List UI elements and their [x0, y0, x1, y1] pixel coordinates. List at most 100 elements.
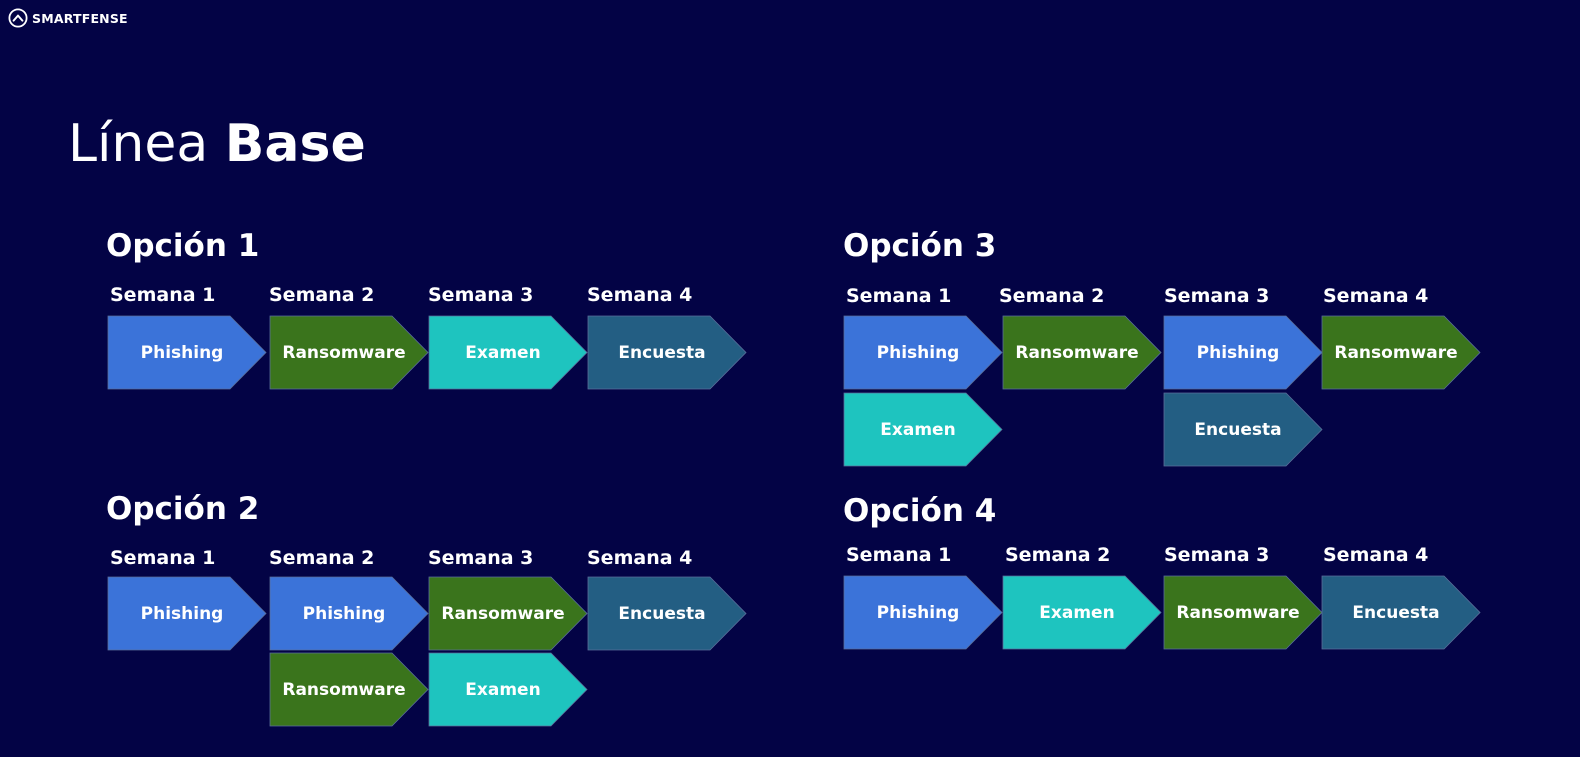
week-label: Semana 3 [1164, 285, 1270, 307]
week-label: Semana 1 [110, 547, 216, 569]
week-label: Semana 3 [428, 547, 534, 569]
activity-chevron: Ransomware [269, 652, 429, 727]
chevron-fill [269, 652, 429, 727]
week-label: Semana 2 [269, 547, 375, 569]
chevron-fill [843, 315, 1003, 390]
activity-label: Examen [465, 679, 541, 700]
week-label: Semana 2 [999, 285, 1105, 307]
chevron-shape [107, 315, 267, 390]
chevron-shape [843, 315, 1003, 390]
chevron-fill [1163, 575, 1323, 650]
activity-label: Phishing [876, 602, 960, 623]
activity-label: Ransomware [282, 679, 406, 700]
chevron-fill [269, 315, 429, 390]
week-label: Semana 1 [110, 284, 216, 306]
activity-chevron: Ransomware [428, 576, 588, 651]
chevron-shape [269, 576, 429, 651]
chevron-fill [428, 652, 588, 727]
chevron-shape [107, 576, 267, 651]
chevron-fill [843, 392, 1003, 467]
activity-chevron: Phishing [1163, 315, 1323, 390]
page-title-bold: Base [224, 114, 366, 174]
week-label: Semana 2 [269, 284, 375, 306]
chevron-shape [587, 576, 747, 651]
activity-label: Encuesta [1352, 602, 1440, 623]
activity-chevron: Phishing [107, 315, 267, 390]
option-title: Opción 2 [106, 491, 260, 527]
chevron-shape [428, 652, 588, 727]
activity-label: Phishing [140, 342, 224, 363]
activity-label: Examen [465, 342, 541, 363]
activity-label: Phishing [1196, 342, 1280, 363]
week-label: Semana 1 [846, 285, 952, 307]
chevron-shape [587, 315, 747, 390]
week-label: Semana 4 [1323, 285, 1429, 307]
chevron-fill [1002, 575, 1162, 650]
activity-chevron: Ransomware [1002, 315, 1162, 390]
activity-label: Ransomware [282, 342, 406, 363]
chevron-shape [1163, 392, 1323, 467]
week-label: Semana 1 [846, 544, 952, 566]
chevron-fill [428, 315, 588, 390]
chevron-fill [269, 576, 429, 651]
activity-chevron: Phishing [269, 576, 429, 651]
activity-chevron: Examen [428, 652, 588, 727]
chevron-shape [269, 652, 429, 727]
option-title: Opción 1 [106, 228, 260, 264]
chevron-fill [843, 575, 1003, 650]
activity-chevron: Encuesta [587, 576, 747, 651]
chevron-shape [843, 392, 1003, 467]
activity-chevron: Phishing [107, 576, 267, 651]
activity-chevron: Ransomware [1163, 575, 1323, 650]
chevron-shape [428, 315, 588, 390]
chevron-shape [269, 315, 429, 390]
chevron-fill [587, 315, 747, 390]
week-label: Semana 4 [587, 547, 693, 569]
activity-chevron: Encuesta [1163, 392, 1323, 467]
week-label: Semana 3 [428, 284, 534, 306]
activity-chevron: Encuesta [1321, 575, 1481, 650]
activity-label: Phishing [140, 603, 224, 624]
chevron-shape [1163, 315, 1323, 390]
chevron-fill [1002, 315, 1162, 390]
activity-label: Encuesta [618, 603, 706, 624]
chevron-fill [1163, 392, 1323, 467]
chevron-fill [428, 576, 588, 651]
activity-label: Ransomware [1176, 602, 1300, 623]
chevron-shape [843, 575, 1003, 650]
activity-chevron: Ransomware [1321, 315, 1481, 390]
week-label: Semana 4 [587, 284, 693, 306]
activity-chevron: Ransomware [269, 315, 429, 390]
chevron-fill [1321, 575, 1481, 650]
activity-chevron: Examen [428, 315, 588, 390]
option-title: Opción 4 [843, 493, 997, 529]
chevron-fill [587, 576, 747, 651]
chevron-shape [1321, 575, 1481, 650]
chevron-fill [107, 576, 267, 651]
activity-label: Phishing [876, 342, 960, 363]
activity-label: Ransomware [441, 603, 565, 624]
chevron-shape [1002, 315, 1162, 390]
chevron-fill [107, 315, 267, 390]
brand-logo: SMARTFENSE [8, 8, 128, 28]
activity-label: Examen [1039, 602, 1115, 623]
activity-chevron: Phishing [843, 315, 1003, 390]
chevron-shape [428, 576, 588, 651]
chevron-shape [1002, 575, 1162, 650]
activity-label: Encuesta [1194, 419, 1282, 440]
week-label: Semana 4 [1323, 544, 1429, 566]
chevron-fill [1163, 315, 1323, 390]
week-label: Semana 2 [1005, 544, 1111, 566]
chevron-shape [1163, 575, 1323, 650]
smartfense-logo-icon [8, 8, 28, 28]
brand-name: SMARTFENSE [32, 10, 128, 26]
activity-label: Phishing [302, 603, 386, 624]
activity-chevron: Examen [1002, 575, 1162, 650]
week-label: Semana 3 [1164, 544, 1270, 566]
activity-chevron: Phishing [843, 575, 1003, 650]
chevron-fill [1321, 315, 1481, 390]
activity-label: Ransomware [1015, 342, 1139, 363]
activity-label: Examen [880, 419, 956, 440]
activity-label: Ransomware [1334, 342, 1458, 363]
activity-chevron: Examen [843, 392, 1003, 467]
